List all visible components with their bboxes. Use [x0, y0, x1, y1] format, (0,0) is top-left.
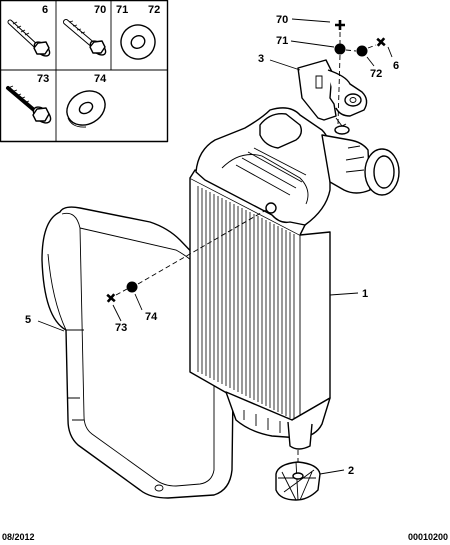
footer: 08/2012 00010200	[2, 532, 448, 542]
assembly-lines	[115, 32, 377, 462]
outlet-pipe	[321, 134, 400, 196]
bracket-bushing	[334, 125, 350, 135]
inset-label-6: 6	[42, 4, 48, 16]
inset-label-70: 70	[94, 4, 106, 16]
inset-label-72: 72	[148, 4, 160, 16]
drain-spigot	[287, 421, 313, 450]
leader-lines	[37, 18, 393, 475]
callout-1: 1	[362, 288, 368, 300]
callout-3: 3	[258, 53, 264, 65]
shroud-mounting-hole	[154, 484, 164, 492]
callout-6: 6	[393, 60, 399, 72]
callout-72: 72	[370, 68, 382, 80]
callout-73: 73	[115, 322, 127, 334]
inset-label-74: 74	[94, 73, 107, 85]
callout-5: 5	[25, 314, 31, 326]
footer-code: 00010200	[408, 532, 448, 542]
dot-marker-74	[126, 281, 138, 293]
callout-71: 71	[276, 35, 288, 47]
dot-marker-72	[356, 45, 368, 57]
callout-70: 70	[276, 14, 288, 26]
bolt-icon	[63, 19, 107, 56]
cross-marker-73	[106, 293, 116, 303]
dot-marker-71	[334, 43, 346, 55]
bracket-rubber-mount	[344, 93, 362, 107]
washer-icon	[120, 24, 156, 60]
callouts: 70 71 72 6 3 1 5 73 74 2	[25, 14, 399, 477]
bracket-plate	[297, 59, 337, 121]
self-tapping-screw-icon	[6, 85, 52, 124]
callout-2: 2	[348, 465, 354, 477]
inset-label-71: 71	[116, 4, 128, 16]
cross-marker-70	[335, 20, 345, 30]
footer-date: 08/2012	[2, 532, 35, 542]
callout-74: 74	[145, 311, 158, 323]
shroud-outline	[41, 206, 236, 499]
inset-label-73: 73	[37, 73, 49, 85]
mounting-bracket	[297, 59, 368, 135]
inset-parts-table: 6 70 71 72 73 74	[0, 0, 169, 143]
lower-rubber-mount	[275, 461, 321, 501]
core-fins	[197, 186, 295, 420]
fastener-markers	[106, 20, 386, 303]
intercooler-core	[189, 107, 400, 450]
cross-marker-6	[376, 37, 386, 47]
flat-washer-icon	[66, 90, 106, 128]
flange-screw-icon	[7, 19, 51, 57]
upper-fixing-boss	[265, 202, 277, 214]
